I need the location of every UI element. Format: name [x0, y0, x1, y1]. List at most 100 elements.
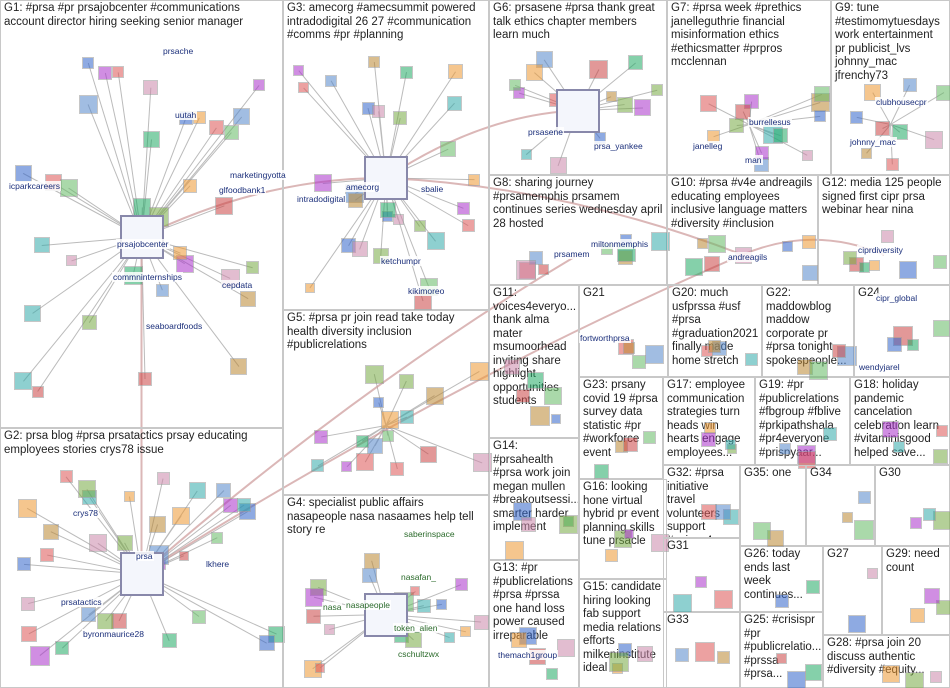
vertex-node[interactable]: [33, 237, 50, 254]
vertex-node[interactable]: [593, 464, 609, 480]
vertex-node[interactable]: [88, 534, 107, 553]
vertex-node[interactable]: [367, 437, 384, 454]
vertex-node[interactable]: [364, 364, 384, 384]
vertex-node[interactable]: [142, 130, 160, 148]
vertex-node[interactable]: [341, 461, 353, 473]
vertex-node[interactable]: [504, 358, 521, 375]
vertex-node[interactable]: [55, 641, 70, 656]
vertex-node[interactable]: [700, 95, 718, 113]
vertex-node[interactable]: [672, 593, 692, 613]
vertex-node[interactable]: [651, 84, 664, 97]
vertex-node[interactable]: [902, 78, 917, 93]
vertex-node[interactable]: [208, 120, 224, 136]
vertex-node[interactable]: [59, 179, 78, 198]
vertex-node[interactable]: [546, 668, 559, 681]
vertex-node[interactable]: [802, 234, 817, 249]
vertex-node[interactable]: [703, 255, 720, 272]
vertex-node[interactable]: [65, 255, 77, 267]
vertex-node[interactable]: [24, 304, 42, 322]
vertex-node[interactable]: [240, 290, 257, 307]
vertex-node[interactable]: [650, 231, 670, 251]
vertex-node[interactable]: [138, 372, 152, 387]
vertex-node[interactable]: [211, 531, 224, 544]
vertex-node[interactable]: [416, 598, 431, 613]
vertex-node[interactable]: [932, 320, 950, 338]
vertex-node[interactable]: [17, 498, 37, 518]
vertex-node[interactable]: [21, 596, 36, 611]
vertex-node[interactable]: [116, 534, 133, 551]
vertex-node[interactable]: [841, 512, 853, 524]
vertex-node[interactable]: [472, 453, 492, 473]
vertex-node[interactable]: [882, 420, 900, 438]
vertex-node[interactable]: [515, 259, 536, 280]
nasapeople-hub[interactable]: [364, 592, 408, 637]
vertex-node[interactable]: [801, 149, 813, 161]
vertex-node[interactable]: [304, 282, 315, 293]
vertex-node[interactable]: [233, 108, 251, 126]
vertex-node[interactable]: [716, 650, 730, 664]
vertex-node[interactable]: [707, 339, 721, 353]
vertex-node[interactable]: [178, 550, 189, 561]
vertex-node[interactable]: [935, 425, 948, 438]
vertex-node[interactable]: [823, 427, 838, 442]
vertex-node[interactable]: [323, 624, 335, 636]
vertex-node[interactable]: [237, 498, 252, 513]
vertex-node[interactable]: [832, 343, 847, 358]
vertex-node[interactable]: [729, 117, 745, 133]
vertex-node[interactable]: [456, 201, 470, 215]
vertex-node[interactable]: [356, 453, 375, 472]
vertex-node[interactable]: [258, 635, 275, 652]
vertex-node[interactable]: [550, 414, 561, 425]
vertex-node[interactable]: [436, 598, 448, 610]
vertex-node[interactable]: [40, 548, 55, 563]
vertex-node[interactable]: [363, 552, 380, 569]
vertex-node[interactable]: [537, 263, 549, 275]
vertex-node[interactable]: [468, 173, 481, 186]
vertex-node[interactable]: [905, 672, 925, 688]
vertex-node[interactable]: [801, 264, 818, 281]
vertex-node[interactable]: [410, 586, 421, 597]
vertex-node[interactable]: [14, 164, 32, 182]
vertex-node[interactable]: [779, 442, 792, 455]
vertex-node[interactable]: [156, 472, 170, 486]
vertex-node[interactable]: [314, 429, 329, 444]
vertex-node[interactable]: [861, 147, 873, 159]
vertex-node[interactable]: [425, 386, 444, 405]
vertex-node[interactable]: [351, 241, 368, 258]
vertex-node[interactable]: [623, 436, 639, 452]
vertex-node[interactable]: [616, 96, 633, 113]
vertex-node[interactable]: [933, 448, 949, 464]
vertex-node[interactable]: [622, 342, 635, 355]
vertex-node[interactable]: [143, 80, 159, 96]
vertex-node[interactable]: [183, 178, 198, 193]
vertex-node[interactable]: [869, 260, 881, 272]
vertex-node[interactable]: [875, 121, 891, 136]
vertex-node[interactable]: [707, 235, 726, 254]
vertex-node[interactable]: [925, 130, 944, 149]
vertex-node[interactable]: [781, 240, 793, 252]
vertex-node[interactable]: [191, 609, 206, 624]
vertex-node[interactable]: [525, 64, 543, 82]
vertex-node[interactable]: [14, 372, 33, 391]
vertex-node[interactable]: [16, 557, 31, 572]
vertex-node[interactable]: [97, 612, 115, 630]
vertex-node[interactable]: [520, 149, 532, 161]
vertex-node[interactable]: [557, 639, 576, 658]
vertex-node[interactable]: [223, 497, 239, 513]
vertex-node[interactable]: [642, 431, 656, 445]
vertex-node[interactable]: [608, 651, 629, 672]
vertex-node[interactable]: [393, 111, 408, 126]
vertex-node[interactable]: [558, 514, 578, 534]
vertex-node[interactable]: [440, 141, 457, 158]
vertex-node[interactable]: [910, 607, 926, 623]
vertex-node[interactable]: [850, 110, 864, 124]
vertex-node[interactable]: [246, 261, 260, 275]
vertex-node[interactable]: [188, 482, 206, 500]
vertex-node[interactable]: [910, 517, 923, 530]
vertex-node[interactable]: [935, 84, 950, 101]
prsajobcenter-hub[interactable]: [119, 215, 164, 259]
vertex-node[interactable]: [933, 254, 948, 269]
vertex-node[interactable]: [448, 64, 464, 80]
vertex-node[interactable]: [885, 157, 899, 171]
vertex-node[interactable]: [368, 56, 381, 69]
